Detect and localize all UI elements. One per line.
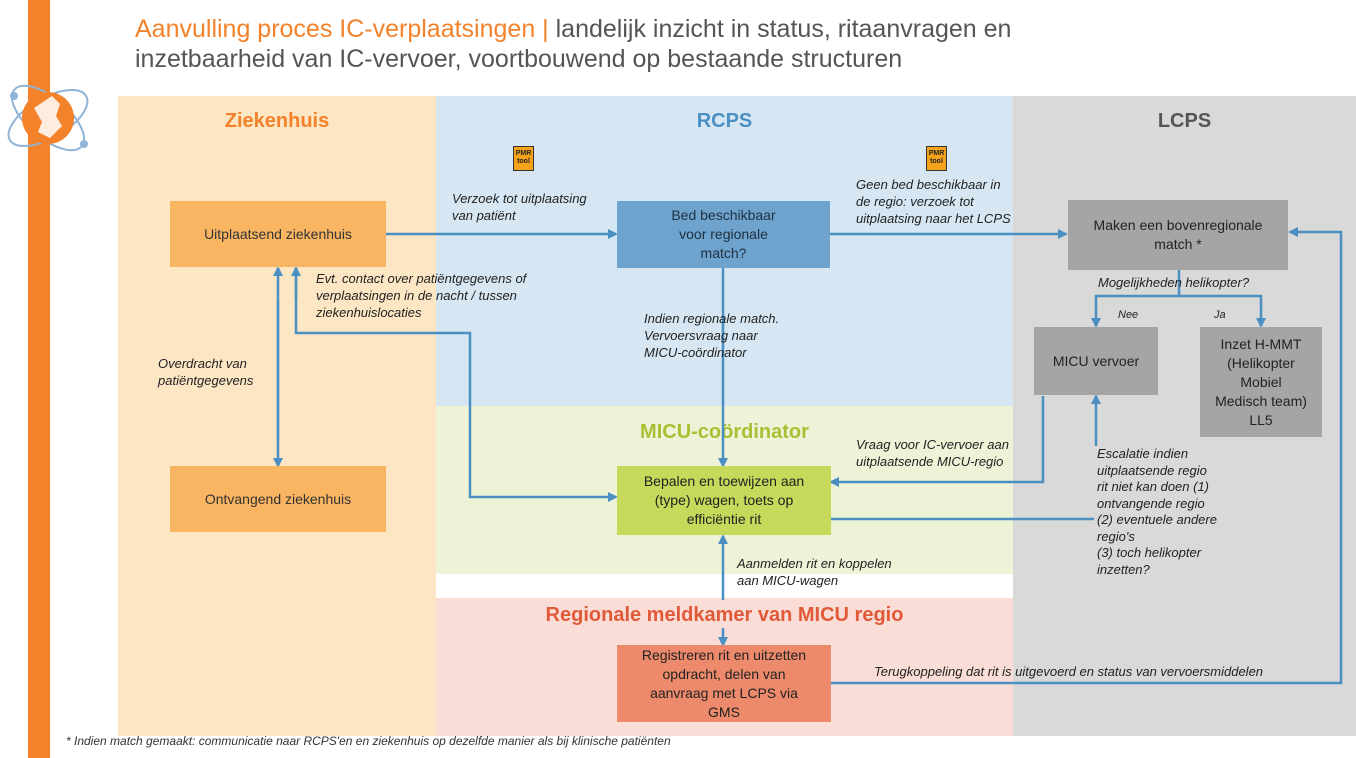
pmr-tool-icon: PMR tool: [513, 146, 534, 171]
label-line: uitplaatsing naar het LCPS: [856, 211, 1011, 226]
pmr-tool-text: tool: [930, 158, 943, 165]
label-line: aan MICU-wagen: [737, 573, 839, 588]
label-line: Geen bed beschikbaar in: [856, 177, 1001, 192]
box-inzet-hmmt: Inzet H-MMT (Helikopter Mobiel Medisch t…: [1200, 327, 1322, 437]
title-part2: landelijk inzicht in status, ritaanvrage…: [555, 15, 1012, 43]
arrow-to-micu-vervoer: [1091, 294, 1179, 328]
label-escalatie: Escalatie indien uitplaatsende regio rit…: [1097, 446, 1217, 578]
label-mogelijkheden: Mogelijkheden helikopter?: [1098, 275, 1250, 290]
arrow-terugkoppeling: [831, 227, 1343, 685]
label-line: ziekenhuislocaties: [316, 305, 422, 320]
arrow-to-hmmt: [1179, 294, 1266, 328]
label-line: uitplaatsende regio: [1097, 462, 1207, 478]
arrow-micu-vervoer-to-bepalen: [829, 396, 1045, 487]
box-uitplaatsend-ziekenhuis: Uitplaatsend ziekenhuis: [170, 201, 386, 267]
label-line: Vraag voor IC-vervoer aan: [856, 437, 1009, 452]
label-nee: Nee: [1118, 309, 1139, 321]
pmr-tool-text: PMR: [515, 150, 532, 157]
title-separator: |: [535, 15, 556, 43]
label-line: Vervoersvraag naar: [644, 328, 758, 343]
zone-title-ziekenhuis: Ziekenhuis: [224, 110, 330, 132]
pmr-tool-text: PMR: [928, 150, 945, 157]
label-line: Evt. contact over patiëntgegevens of: [316, 271, 527, 286]
label-line: inzetten?: [1097, 561, 1150, 577]
label-line: regio's: [1097, 528, 1135, 544]
pmr-tool-icon: PMR tool: [926, 146, 947, 171]
label-line: van patiënt: [452, 208, 516, 223]
orange-sidebar-bar: [28, 0, 50, 758]
label-geen-bed: Geen bed beschikbaar in de regio: verzoe…: [856, 176, 1011, 227]
label-ja: Ja: [1214, 309, 1226, 321]
zone-title-lcps: LCPS: [1157, 110, 1212, 132]
title-part1: Aanvulling proces IC-verplaatsingen: [135, 15, 536, 43]
label-line: verplaatsingen in de nacht / tussen: [316, 288, 517, 303]
box-bovenregionale-match: Maken een bovenregionale match *: [1068, 200, 1288, 270]
label-line: de regio: verzoek tot: [856, 194, 974, 209]
box-bed-beschikbaar: Bed beschikbaar voor regionale match?: [617, 201, 830, 268]
label-terugkoppeling: Terugkoppeling dat rit is uitgevoerd en …: [874, 664, 1264, 679]
page-title: Aanvulling proces IC-verplaatsingen | la…: [135, 14, 1011, 74]
box-micu-vervoer: MICU vervoer: [1034, 327, 1158, 395]
label-line: Aanmelden rit en koppelen: [737, 556, 892, 571]
arrow-contact-to-micu: [294, 268, 618, 502]
label-line: rit niet kan doen (1): [1097, 479, 1210, 494]
label-line: MICU-coördinator: [644, 345, 747, 360]
label-verzoek: Verzoek tot uitplaatsing van patiënt: [452, 190, 587, 224]
box-registreren-rit: Registreren rit en uitzetten opdracht, d…: [617, 645, 831, 722]
label-line: uitplaatsende MICU-regio: [856, 454, 1004, 469]
zone-title-rcps: RCPS: [696, 110, 753, 132]
label-line: ontvangende regio: [1097, 495, 1205, 511]
label-line: Verzoek tot uitplaatsing: [452, 191, 587, 206]
title-line2: inzetbaarheid van IC-vervoer, voortbouwe…: [135, 45, 903, 73]
lcps-logo-icon: [7, 84, 89, 152]
label-vraag: Vraag voor IC-vervoer aan uitplaatsende …: [856, 436, 1009, 470]
label-overdracht: Overdracht van patiëntgegevens: [158, 355, 253, 389]
zone-gap: [436, 574, 1013, 598]
box-ontvangend-ziekenhuis: Ontvangend ziekenhuis: [170, 466, 386, 532]
label-line: (2) eventuele andere: [1097, 512, 1217, 527]
label-line: Indien regionale match.: [644, 311, 780, 326]
zone-title-micu: MICU-coördinator: [640, 421, 809, 443]
zone-title-meldkamer: Regionale meldkamer van MICU regio: [545, 604, 904, 626]
footnote: * Indien match gemaakt: communicatie naa…: [66, 734, 671, 748]
pmr-tool-text: tool: [517, 158, 530, 165]
label-line: patiëntgegevens: [158, 373, 254, 388]
box-bepalen-toewijzen: Bepalen en toewijzen aan (type) wagen, t…: [617, 466, 831, 535]
label-line: Escalatie indien: [1097, 446, 1189, 461]
label-evt-contact: Evt. contact over patiëntgegevens of ver…: [316, 270, 526, 321]
label-line: Overdracht van: [158, 356, 247, 371]
label-aanmelden: Aanmelden rit en koppelen aan MICU-wagen: [737, 555, 892, 589]
label-line: (3) toch helikopter: [1097, 545, 1202, 560]
label-indien: Indien regionale match. Vervoersvraag na…: [644, 310, 779, 361]
